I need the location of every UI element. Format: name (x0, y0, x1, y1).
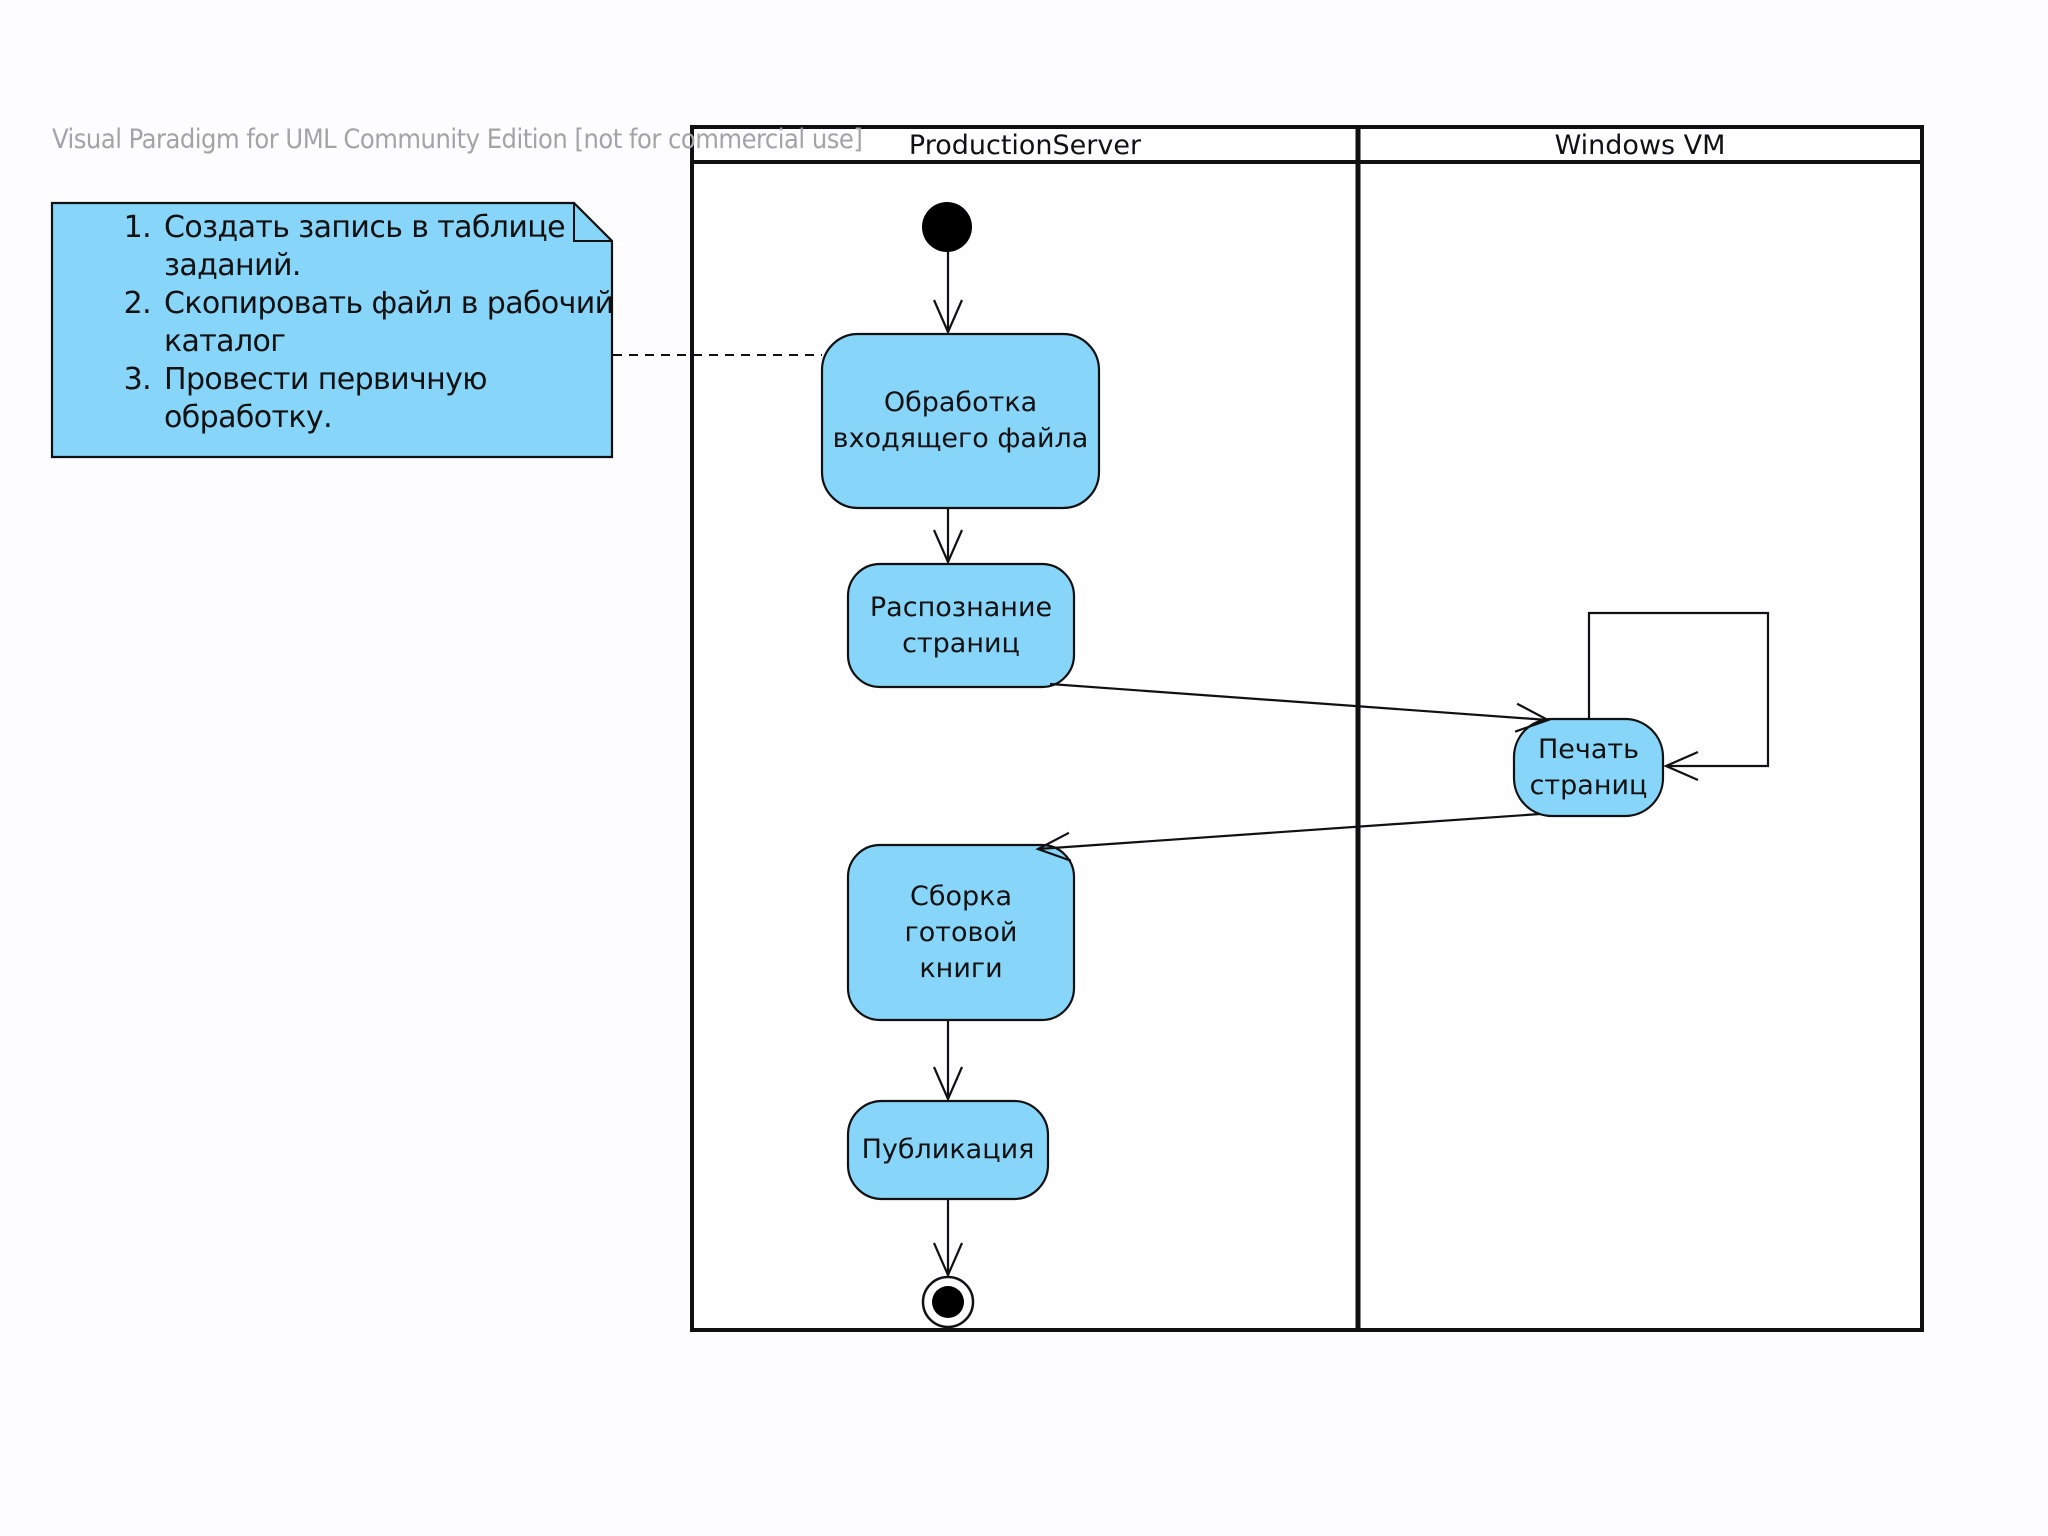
watermark-text: Visual Paradigm for UML Community Editio… (52, 124, 863, 155)
note: Создать запись в таблице заданий. Скопир… (52, 203, 614, 457)
action-assemble-shape (846, 843, 1076, 1022)
swimlane-title-production-server: ProductionServer (908, 129, 1142, 161)
final-node (921, 1275, 975, 1329)
action-process-label: Обработка входящего файла (832, 387, 1089, 454)
note-list: Создать запись в таблице заданий. Скопир… (52, 209, 660, 437)
action-print-label: Печать страниц (1529, 733, 1648, 801)
note-item: Создать запись в таблице заданий. (160, 209, 660, 285)
flow-print-self-loop (1587, 611, 1770, 782)
note-item: Скопировать файл в рабочий каталог (160, 285, 660, 361)
action-publish-label: Публикация (861, 1134, 1035, 1165)
action-assemble-label: Сборка готовой книги (904, 880, 1018, 984)
note-shape (50, 201, 614, 459)
flow-print-to-assemble (1035, 812, 1541, 862)
swimlane-title-windows-vm: Windows VM (1554, 129, 1726, 161)
note-item: Провести первичную обработку. (160, 361, 660, 437)
initial-node (922, 202, 972, 252)
action-recognize-label: Распознание страниц (869, 591, 1053, 659)
flow-recognize-to-print (1049, 682, 1551, 733)
